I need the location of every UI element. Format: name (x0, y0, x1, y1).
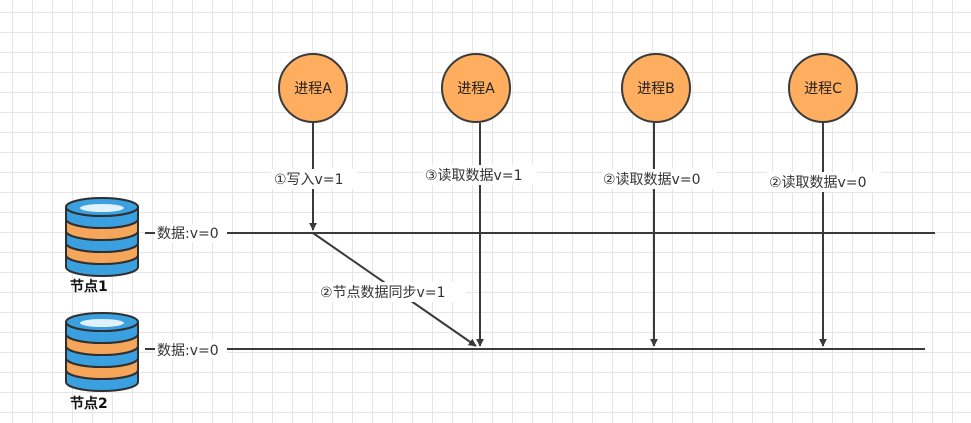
action-1-label-bg (271, 169, 357, 189)
disk-highlight (80, 204, 124, 212)
action-label-process-a-write: ①写入v=1 (274, 172, 343, 188)
node-2-data-label: 数据:v=0 (157, 343, 219, 359)
node-1-data-label-bg (155, 224, 227, 242)
node-2-database-icon (65, 312, 139, 392)
process-a2-label: 进程A (457, 81, 495, 97)
action-label-process-c-read: ②读取数据v=0 (769, 174, 866, 191)
process-node-a2: 进程A (441, 53, 511, 123)
process-a1-label: 进程A (294, 81, 332, 97)
action-2-label-bg (423, 165, 537, 185)
disk-highlight (80, 319, 124, 327)
process-node-c: 进程C (788, 53, 858, 123)
sync-label: ②节点数据同步v=1 (320, 285, 445, 301)
node-1-data-label: 数据:v=0 (157, 226, 219, 242)
sync-label-bg (318, 282, 466, 302)
node-2-label: 节点2 (70, 395, 108, 412)
action-4-label-bg (767, 172, 881, 192)
process-c-label: 进程C (804, 81, 842, 97)
process-node-a1: 进程A (278, 53, 348, 123)
action-label-process-a-read: ③读取数据v=1 (425, 167, 522, 184)
action-3-label-bg (602, 169, 716, 189)
process-node-b: 进程B (621, 53, 691, 123)
process-b-label: 进程B (637, 81, 675, 97)
node-1-database-icon (65, 197, 139, 277)
action-label-process-b-read: ②读取数据v=0 (603, 171, 700, 188)
node-2-data-label-bg (155, 340, 227, 358)
node-1-label: 节点1 (70, 278, 108, 295)
